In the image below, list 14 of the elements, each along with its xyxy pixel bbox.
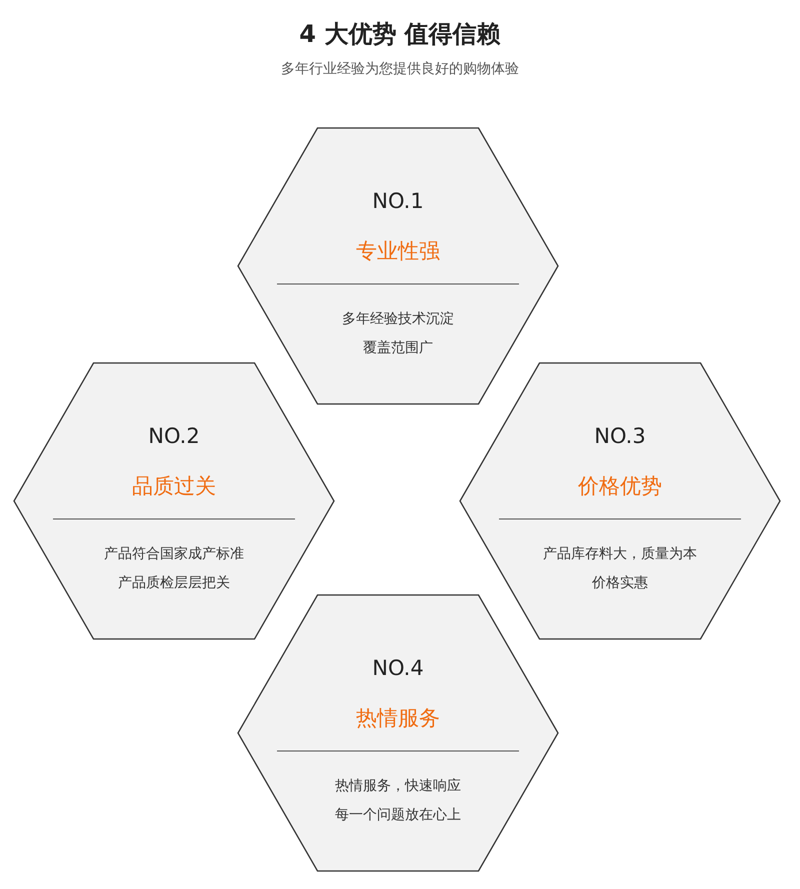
title-text: 4 大优势 值得信赖 (299, 19, 501, 50)
description-text: 产品符合国家成产标准产品质检层层把关 (104, 545, 244, 593)
heading-text: 价格优势 (578, 473, 662, 500)
description-text: 多年经验技术沉淀覆盖范围广 (342, 310, 454, 358)
heading-text: 品质过关 (132, 473, 216, 500)
subtitle-text: 多年行业经验为您提供良好的购物体验 (281, 61, 519, 77)
heading-text: 热情服务 (356, 705, 440, 732)
number-label: NO.2 (148, 424, 200, 448)
number-label: NO.1 (372, 189, 424, 213)
number-label: NO.4 (372, 656, 424, 680)
number-label: NO.3 (594, 424, 646, 448)
heading-text: 专业性强 (356, 238, 440, 265)
description-text: 产品库存料大，质量为本价格实惠 (543, 545, 697, 593)
description-text: 热情服务，快速响应每一个问题放在心上 (335, 777, 461, 825)
